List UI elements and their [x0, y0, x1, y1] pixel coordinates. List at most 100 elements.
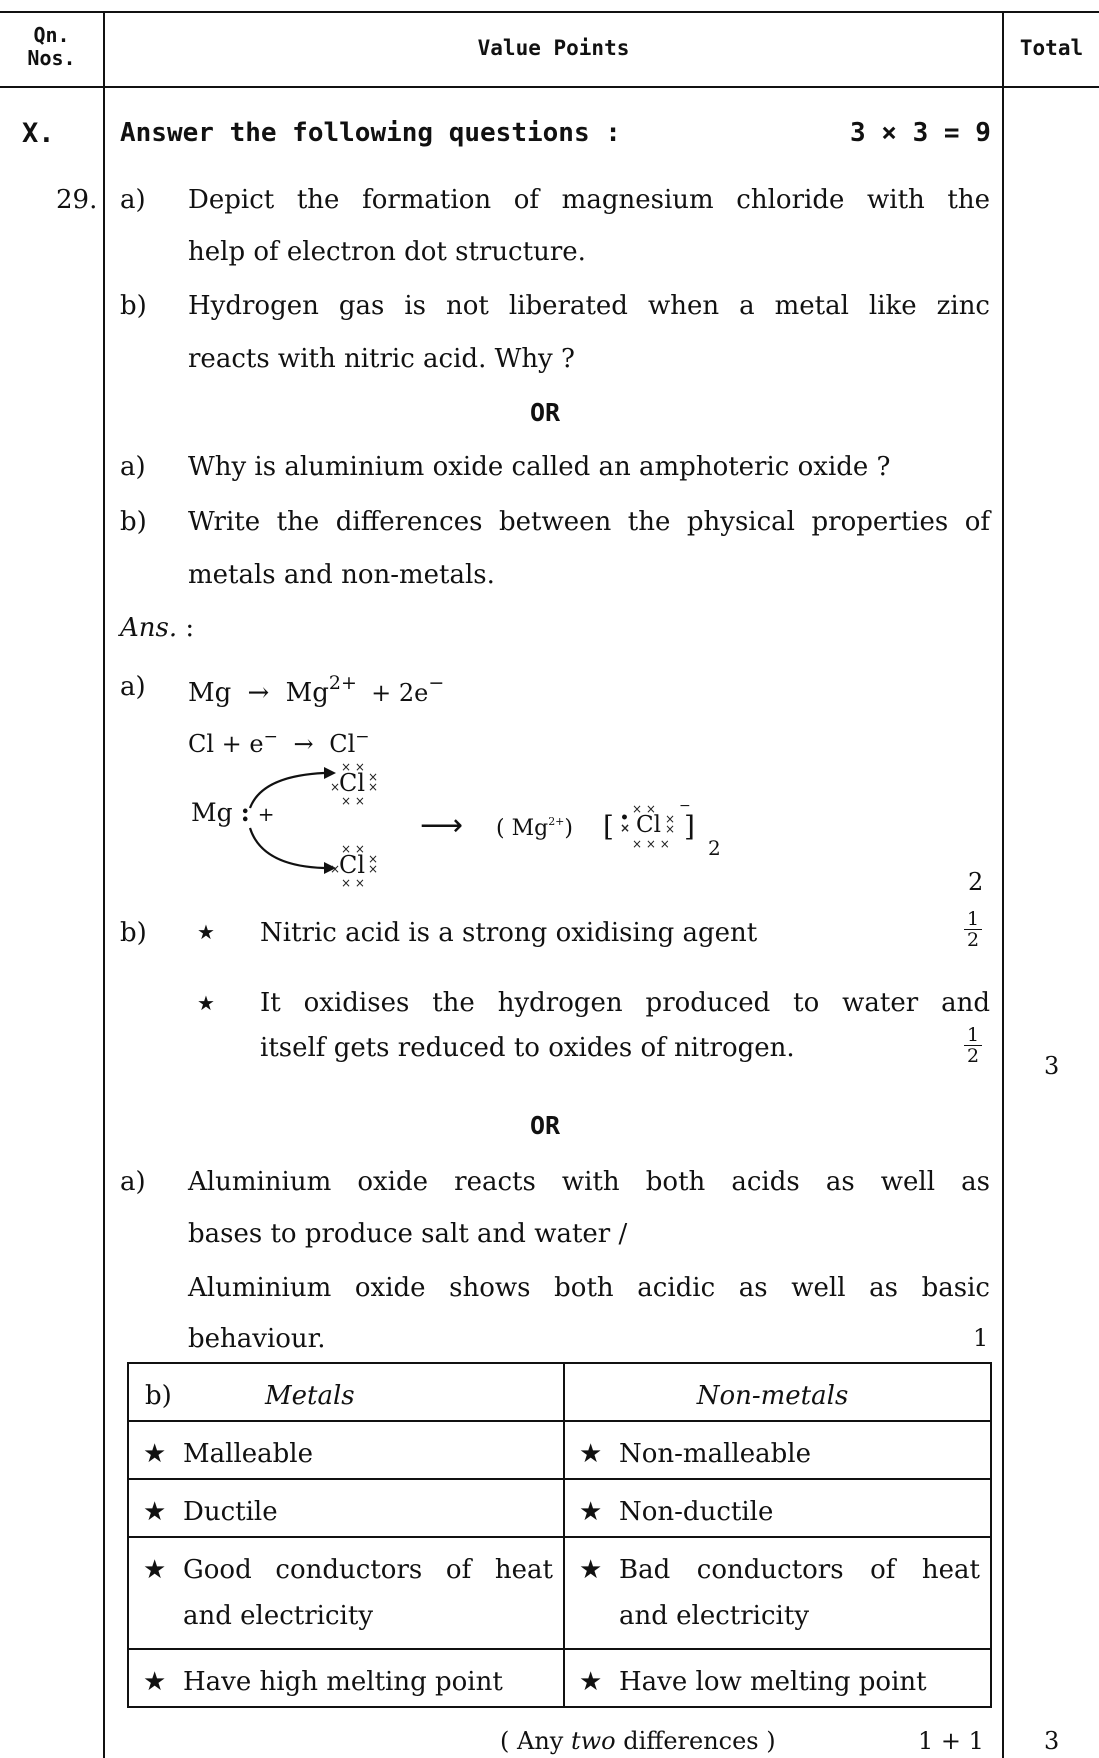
cl-product-right-electrons: ××	[665, 812, 676, 836]
ans-colon: :	[177, 613, 195, 643]
half-1-bar	[964, 929, 982, 930]
half-2-num: 1	[966, 1024, 980, 1046]
metals-nonmetals-table: b) Metals Non-metals ★Malleable ★Non-mal…	[127, 1362, 992, 1708]
nonmetal-cell: ★ Non-malleable	[563, 1420, 992, 1480]
ans-a-marks: 2	[968, 868, 984, 896]
total-2: 3	[1044, 1727, 1060, 1755]
cl-product-top-electrons: × ×	[632, 802, 656, 816]
cl-upper-left-electron: ×	[330, 780, 341, 794]
table-row: ★ Have high melting point ★Have low melti…	[127, 1648, 992, 1708]
cl-upper-right-electrons: ××	[368, 770, 379, 794]
nonmetal-cell: ★ Bad conductors of heat and electricity	[563, 1536, 992, 1650]
nonmetal-property-line1: Bad conductors of heat	[619, 1555, 980, 1585]
metal-property: Good conductors of heat and electricity	[183, 1547, 553, 1639]
metal-property: Malleable	[183, 1439, 313, 1469]
cl-lower-left-electron: ×	[330, 862, 341, 876]
total-1: 3	[1044, 1052, 1060, 1080]
table-header-metals: b) Metals	[127, 1362, 565, 1422]
dot-product: ( Mg2+)	[496, 815, 573, 841]
metal-property-line1: Good conductors of heat	[183, 1555, 553, 1585]
star-icon: ★	[579, 1555, 603, 1585]
ans-b-star-1: ★	[197, 920, 215, 944]
metal-property-line2: and electricity	[183, 1601, 374, 1631]
cl-lower-top-electrons: × ×	[341, 842, 365, 856]
col-divider-1	[103, 11, 105, 1758]
dot-main-arrow: ⟶	[420, 808, 464, 843]
q-b-line1: Hydrogen gas is not liberated when a met…	[188, 291, 990, 321]
q-alt-b-line2: metals and non-metals.	[188, 560, 495, 590]
half-mark-2: 1 2	[964, 1025, 982, 1066]
star-icon: ★	[579, 1439, 603, 1469]
any-two-post: differences )	[615, 1727, 776, 1755]
header-border	[0, 86, 1099, 88]
dot-bracket-charge: −	[679, 798, 691, 814]
col-nonmetals: Non-metals	[696, 1381, 849, 1411]
cl-product-symbol: Cl	[636, 812, 661, 838]
alt-a-line1: Aluminium oxide reacts with both acids a…	[188, 1167, 990, 1197]
qn-header: Qn. Nos.	[0, 24, 103, 70]
q-alt-a: Why is aluminium oxide called an amphote…	[188, 452, 891, 482]
eq1-left: Mg	[188, 678, 232, 708]
any-two-em: two	[570, 1727, 616, 1755]
dot-plus: +	[257, 802, 275, 826]
nonmetal-property-line2: and electricity	[619, 1601, 810, 1631]
ans-text: Ans.	[120, 613, 178, 643]
star-icon: ★	[579, 1667, 603, 1697]
eq2-sup: −	[355, 727, 370, 747]
half-2-bar	[964, 1045, 982, 1046]
nonmetal-property: Bad conductors of heat and electricity	[619, 1547, 980, 1639]
dot-mg: Mg : +	[191, 798, 275, 827]
dot-cl-upper: × × Cl × ×× × ×	[330, 760, 390, 808]
eq2-left: Cl + e	[188, 730, 264, 758]
q-b-label: b)	[120, 291, 147, 321]
q-a-line1: Depict the formation of magnesium chlori…	[188, 185, 990, 215]
half-1-num: 1	[966, 908, 980, 930]
star-icon: ★	[143, 1497, 167, 1527]
q-b-line2: reacts with nitric acid. Why ?	[188, 344, 575, 374]
star-icon: ★	[143, 1555, 167, 1585]
dot-subscript: 2	[708, 836, 721, 860]
cl-upper-top-electrons: × ×	[341, 760, 365, 774]
question-number: 29.	[56, 185, 98, 215]
metal-cell: ★ Good conductors of heat and electricity	[127, 1536, 565, 1650]
eq2-minus: −	[263, 727, 278, 747]
half-mark-1: 1 2	[964, 909, 982, 950]
dot-bracket-close: ]	[684, 810, 695, 843]
ans-b-star-2: ★	[197, 991, 215, 1015]
eq1-tail: + 2e	[371, 679, 429, 707]
ans-b-point-2-line1: It oxidises the hydrogen produced to wat…	[260, 988, 990, 1018]
col-metals: Metals	[265, 1381, 355, 1411]
q-a-line2: help of electron dot structure.	[188, 237, 586, 267]
alt-a-line3: Aluminium oxide shows both acidic as wel…	[188, 1273, 990, 1303]
nonmetal-property: Non-malleable	[619, 1439, 811, 1469]
electron-transfer-arrows	[248, 767, 336, 874]
metal-cell: ★Ductile	[127, 1478, 565, 1538]
dot-mg-electrons: :	[240, 798, 250, 827]
arrow-upper	[248, 771, 325, 809]
star-icon: ★	[579, 1497, 603, 1527]
q-alt-a-label: a)	[120, 452, 146, 482]
eq1-right: Mg	[285, 678, 329, 708]
q-alt-b-label: b)	[120, 507, 147, 537]
dot-cl-product: × × Cl •× ×× × × ×	[620, 800, 680, 851]
arrow-lower	[248, 827, 325, 870]
any-two-note: ( Any two differences )	[500, 1727, 776, 1755]
cl-upper-symbol: Cl	[339, 769, 366, 797]
alt-a-label: a)	[120, 1167, 146, 1197]
table-row: ★Ductile ★Non-ductile	[127, 1478, 992, 1538]
dot-mg-label: Mg	[191, 798, 233, 827]
nonmetal-cell: ★Have low melting point	[563, 1648, 992, 1708]
alt-a-line4: behaviour.	[188, 1324, 326, 1354]
eq2-arrow: →	[293, 730, 314, 758]
section-label: X.	[22, 118, 55, 149]
col-divider-2	[1002, 11, 1004, 1758]
section-marks: 3 × 3 = 9	[850, 118, 991, 148]
qn-header-line2: Nos.	[27, 46, 76, 70]
metal-cell: ★Malleable	[127, 1420, 565, 1480]
metal-property: Have high melting point	[183, 1667, 503, 1697]
nonmetal-cell: ★Non-ductile	[563, 1478, 992, 1538]
eq1-minus: −	[428, 672, 445, 694]
product-close: )	[564, 816, 573, 841]
ans-a-label: a)	[120, 672, 146, 702]
